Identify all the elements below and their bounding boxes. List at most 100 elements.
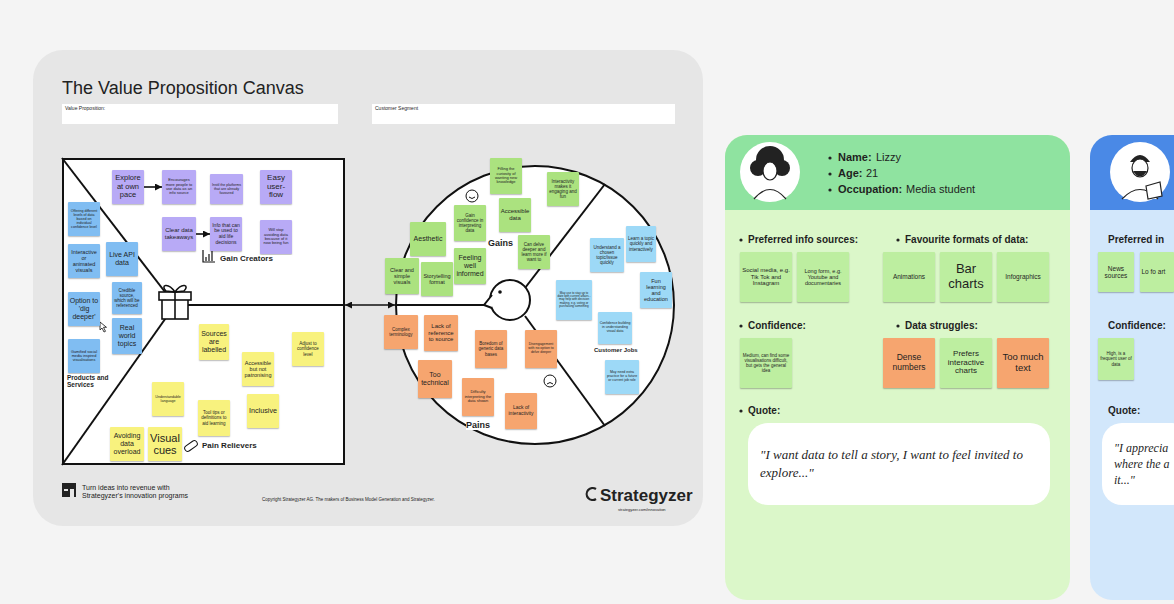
note-text: Understand a chosen topic/issue quickly	[592, 245, 623, 265]
face-nose	[484, 295, 492, 308]
bullet	[896, 238, 899, 241]
note-text: Explore at own pace	[114, 174, 143, 199]
note-text: Feeling well informed	[456, 254, 485, 277]
frown-mouth	[547, 383, 553, 385]
smile-mouth	[469, 197, 475, 199]
note-text: Learn a topic quickly and interactively	[628, 236, 655, 251]
note-text: News sources	[1100, 265, 1133, 280]
section-label: Products and Services	[67, 374, 113, 389]
sticky-note: Lack of reference to source	[424, 315, 458, 351]
sticky-note: Clear data takeaways	[162, 217, 196, 251]
sticky-note: Encourages more people to use data as an…	[162, 170, 196, 204]
qr-cell	[68, 493, 70, 495]
qr-cell	[74, 491, 76, 493]
sticky-note: Fun learning and education	[640, 272, 672, 308]
sticky-note: Boredom of generic data bases	[475, 330, 507, 368]
card-text: Occupation:	[838, 183, 902, 195]
bullets	[739, 156, 1102, 412]
card-header	[1090, 135, 1174, 210]
note-text: Clear data takeaways	[164, 227, 195, 240]
sticky-note: Real world topics	[112, 318, 142, 354]
note-text: Can delve deeper and learn more if want …	[520, 242, 549, 262]
note-text: Encourages more people to use data as an…	[164, 178, 195, 196]
qr-cell	[64, 485, 66, 487]
sticky-note: Explore at own pace	[112, 170, 144, 204]
connector-arrow	[196, 233, 210, 235]
note-text: Sources are labelled	[201, 330, 228, 353]
qr-cell	[62, 491, 64, 493]
note-text: Understandable language	[154, 395, 183, 403]
sticky-note: Tool tips or definitions to aid learning	[198, 400, 230, 436]
qr-cell	[66, 485, 68, 487]
sticky-note: Medium, can find some visualisations dif…	[740, 338, 792, 388]
card-body	[725, 135, 1070, 600]
qr-code	[62, 483, 76, 497]
card-text: Lizzy	[876, 151, 901, 163]
sticky-note: Clear and simple visuals	[385, 258, 419, 294]
qr-cell	[64, 495, 66, 497]
card-text: Confidence:	[748, 320, 806, 331]
sticky-note: Sources are labelled	[199, 324, 229, 360]
sticky-note: Adjust to confidence level	[292, 332, 324, 366]
sticky-note: Prefers interactive charts	[940, 338, 992, 388]
note-text: Bar charts	[942, 262, 991, 291]
bullet	[739, 238, 742, 241]
sticky-note: May need extra practice for a future or …	[605, 360, 639, 394]
card-text: Quote:	[748, 405, 780, 416]
note-text: Boredom of generic data bases	[477, 341, 506, 356]
sticky-note: Too technical	[418, 360, 452, 398]
note-text: High, is a frequent user of data	[1100, 351, 1133, 366]
qr-cell	[62, 485, 64, 487]
note-text: Inclusive	[249, 407, 278, 415]
sticky-note: Social media, e.g. Tik Tok and Instagram	[740, 252, 792, 302]
bullet	[739, 324, 742, 327]
qr-cell	[72, 487, 74, 489]
avatar-circle	[1110, 142, 1170, 202]
connector-arrow	[345, 304, 395, 306]
square-fill	[62, 158, 345, 465]
canvas-title: The Value Proposition Canvas	[62, 78, 304, 99]
note-text: Interactive or animated visuals	[70, 249, 99, 274]
smile-icon	[466, 190, 478, 202]
sticky-note: Animations	[883, 252, 935, 302]
field-label: Value Proposition:	[62, 104, 341, 114]
note-text: Visual cues	[150, 432, 181, 457]
chart-icon	[203, 250, 215, 262]
sticky-note: Learn a topic quickly and interactively	[626, 226, 656, 262]
sticky-note: Feeling well informed	[454, 248, 486, 284]
sticky-note: Offering different levels of data based …	[68, 202, 100, 236]
sticky-note: Difficulty interpreting the data shown	[462, 378, 494, 416]
note-text: Long form, e.g. Youtube and documentarie…	[799, 268, 848, 286]
divider-line	[525, 316, 605, 426]
brand-logo: Strategyzer	[600, 486, 693, 506]
card-body	[1090, 135, 1174, 600]
section-label: Gains	[488, 238, 516, 248]
note-text: Live API data	[108, 251, 137, 267]
header-field: Customer Segment	[372, 104, 675, 124]
canvas-circle: GainsCustomer JobsPainsFilling the curio…	[395, 165, 675, 445]
bullet	[828, 172, 831, 175]
qr-cell	[68, 495, 70, 497]
circle-dividers	[395, 184, 605, 426]
card-header	[725, 135, 1070, 210]
bullet	[739, 409, 742, 412]
qr-cell	[72, 485, 74, 487]
qr-cell	[66, 487, 68, 489]
note-text: Lack of interactivity	[507, 405, 536, 416]
note-text: Filling the curiosity of wanting new kno…	[492, 167, 521, 185]
note-text: Infographics	[999, 273, 1048, 280]
avatar-face	[763, 162, 777, 180]
card-text: Data struggles:	[905, 320, 978, 331]
sticky-note: Complex terminology	[384, 315, 418, 349]
footer-note: Copyright Strategyzer AG. The makers of …	[262, 497, 435, 502]
note-text: Complex terminology	[386, 327, 417, 337]
sticky-note: Inclusive	[247, 394, 279, 428]
qr-cell	[70, 483, 72, 485]
qr-cell	[74, 483, 76, 485]
sticky-note: Infographics	[997, 252, 1049, 302]
note-text: Social media, e.g. Tik Tok and Instagram	[742, 267, 791, 287]
note-text: Disengagement with no option to delve de…	[527, 343, 556, 355]
qr-cell	[66, 493, 68, 495]
footer-note: strategyzer.com/innovation	[618, 508, 666, 513]
